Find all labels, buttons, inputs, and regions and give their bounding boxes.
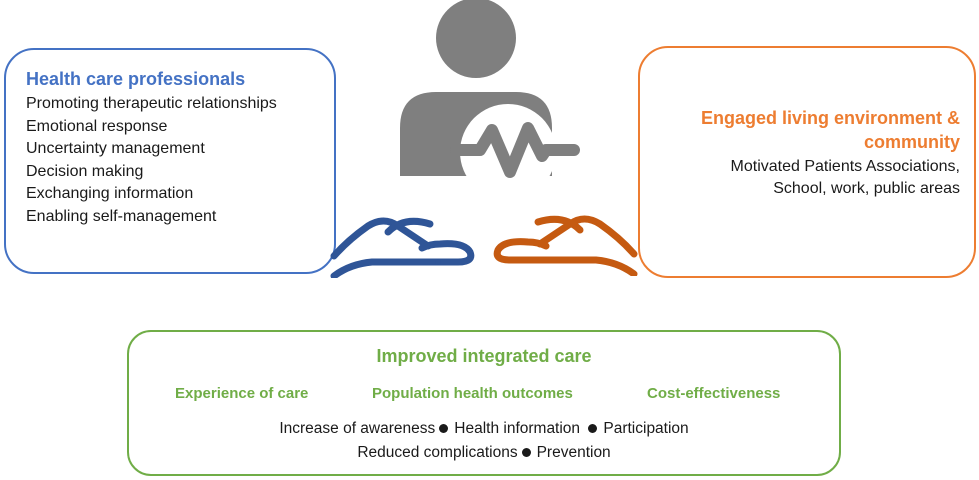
professionals-item: Decision making <box>26 162 144 180</box>
patient-with-heartbeat-icon <box>400 0 580 200</box>
living-environment-title-line-2: community <box>863 132 960 152</box>
professionals-item: Enabling self-management <box>26 207 217 225</box>
health-care-professionals-title: Health care professionals <box>26 69 246 89</box>
bullet-icon <box>439 423 449 433</box>
outcome-item: Reduced complications <box>357 444 518 461</box>
living-environment-title: Engaged living environment & community <box>640 106 960 154</box>
open-hand-right-icon <box>493 215 638 276</box>
integrated-care-title: Improved integrated care <box>376 346 592 366</box>
pillar-cost-effectiveness: Cost-effectiveness <box>647 385 781 402</box>
outcomes-line-2: Reduced complications Prevention <box>129 442 839 464</box>
bullet-icon <box>588 423 598 433</box>
integrated-care-box: Improved integrated care Experience of c… <box>127 330 841 476</box>
outcome-item: Participation <box>603 420 689 437</box>
professionals-item: Exchanging information <box>26 185 194 203</box>
outcome-item: Prevention <box>536 444 611 461</box>
open-hand-left-icon <box>330 217 475 278</box>
professionals-item: Promoting therapeutic relationships <box>26 95 277 112</box>
professionals-item: Uncertainty management <box>26 140 205 158</box>
outcome-item: Health information <box>454 420 581 437</box>
living-environment-line-1: Motivated Patients Associations, <box>730 158 960 175</box>
outcome-item: Increase of awareness <box>279 420 436 437</box>
bullet-icon <box>521 447 531 457</box>
living-environment-box: Engaged living environment & community M… <box>638 46 976 278</box>
pillar-population-health-outcomes: Population health outcomes <box>372 385 573 402</box>
living-environment-title-line-1: Engaged living environment & <box>700 108 960 128</box>
pillar-experience-of-care: Experience of care <box>175 385 309 402</box>
health-care-professionals-box: Health care professionals Promoting ther… <box>4 48 336 274</box>
professionals-item: Emotional response <box>26 117 168 135</box>
living-environment-line-2: School, work, public areas <box>773 180 960 197</box>
